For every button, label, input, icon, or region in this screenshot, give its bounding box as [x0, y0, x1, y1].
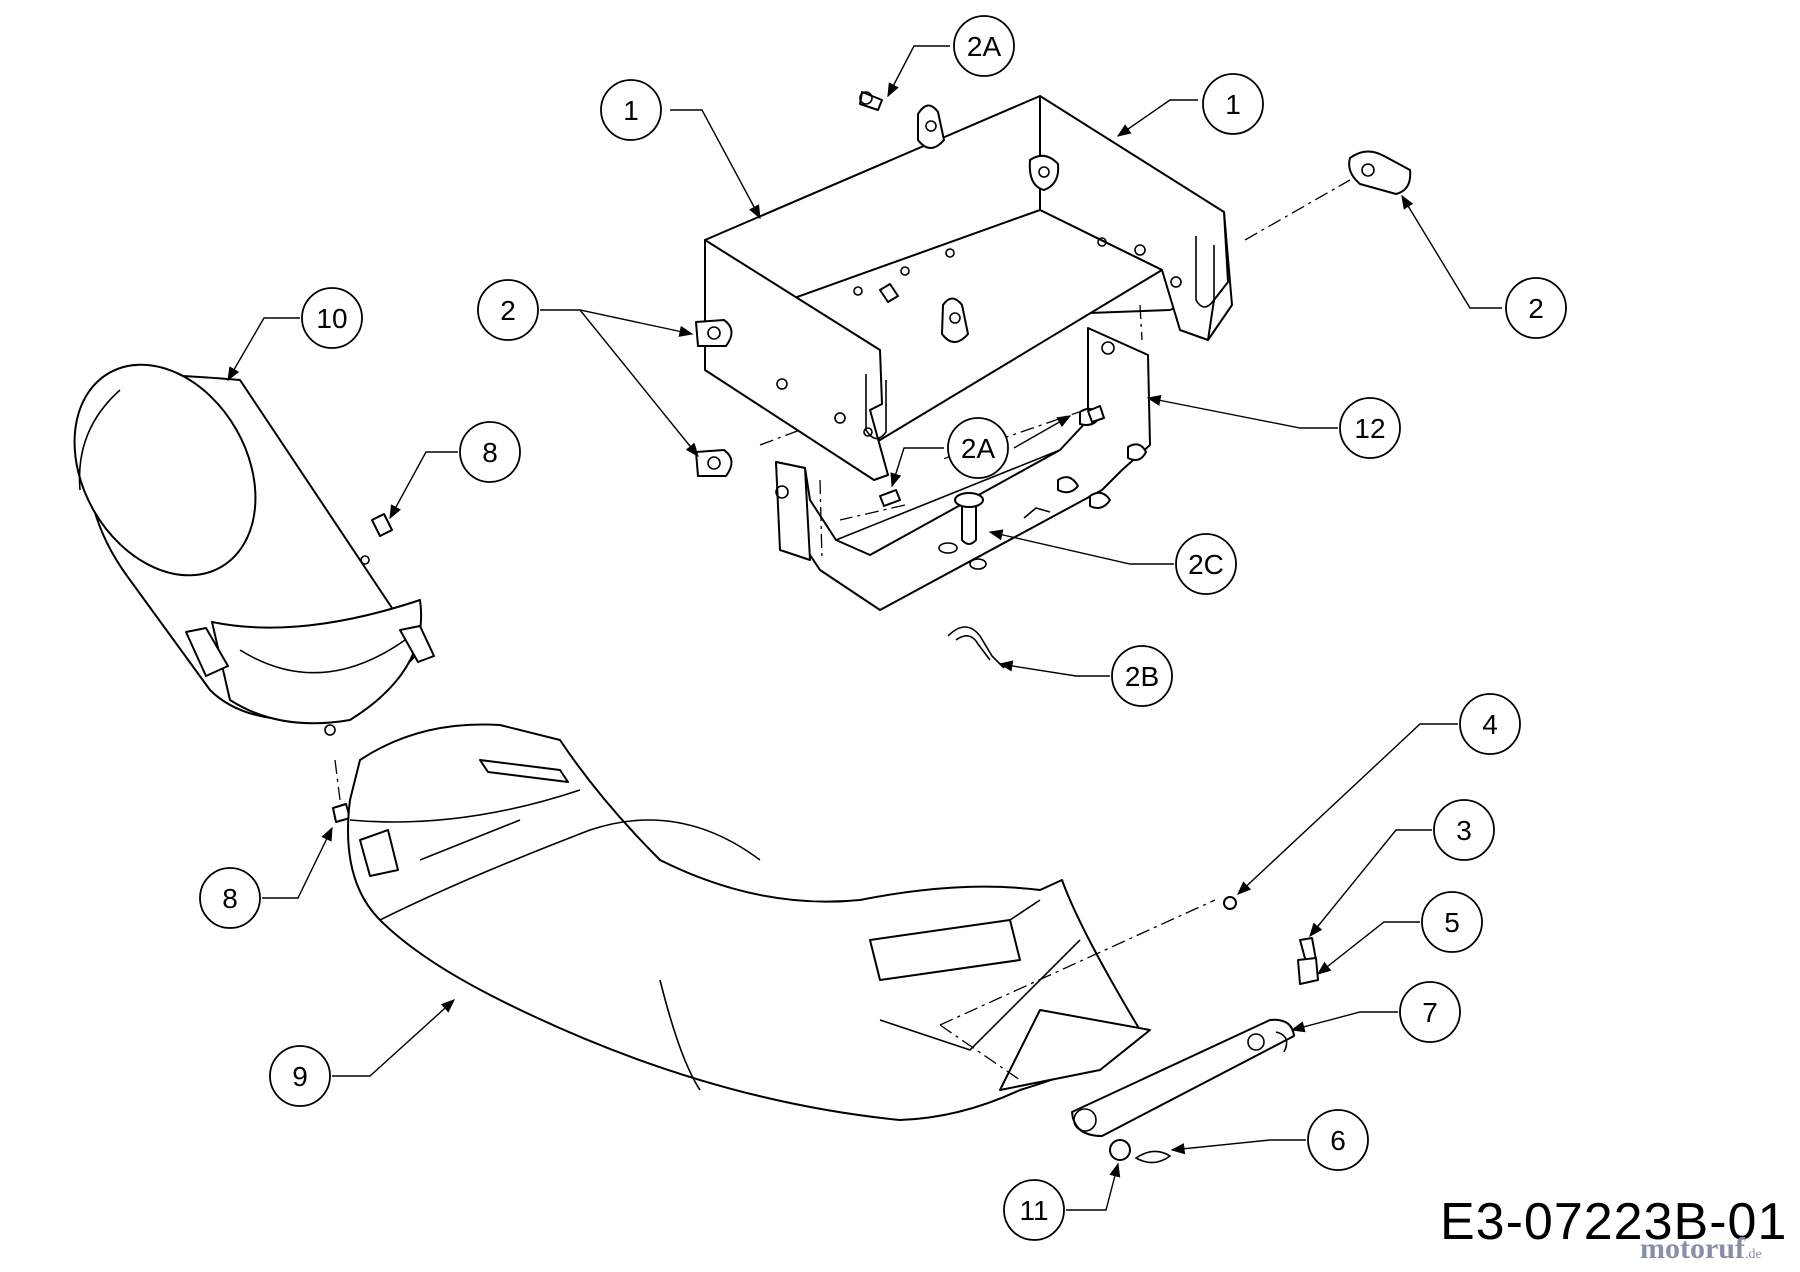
svg-text:5: 5 [1444, 907, 1460, 938]
svg-text:1: 1 [1225, 89, 1241, 120]
svg-text:2A: 2A [961, 433, 996, 464]
svg-text:2: 2 [1528, 293, 1544, 324]
watermark-brand: motoruf [1640, 1232, 1745, 1265]
svg-text:7: 7 [1422, 997, 1438, 1028]
svg-text:2: 2 [500, 295, 516, 326]
callout-5: 5 [1421, 891, 1483, 953]
svg-text:1: 1 [623, 95, 639, 126]
callout-1-right: 1 [1202, 73, 1264, 135]
svg-text:8: 8 [482, 437, 498, 468]
callout-2-right: 2 [1505, 277, 1567, 339]
washer-part-11 [1109, 1139, 1131, 1161]
callout-12: 12 [1339, 397, 1401, 459]
callout-1-left: 1 [600, 79, 662, 141]
svg-text:11: 11 [1019, 1195, 1048, 1226]
svg-text:6: 6 [1330, 1125, 1346, 1156]
callout-8-upper: 8 [459, 421, 521, 483]
svg-text:9: 9 [292, 1061, 308, 1092]
drawing-number: E3-07223B-01 [1440, 1193, 1788, 1251]
svg-text:3: 3 [1456, 815, 1472, 846]
callout-6: 6 [1307, 1109, 1369, 1171]
nut-part-4 [1223, 896, 1237, 910]
watermark-suffix: .de [1744, 1247, 1762, 1262]
callout-10: 10 [301, 287, 363, 349]
link-rod-part-7 [1071, 1018, 1295, 1137]
svg-text:2A: 2A [967, 31, 1002, 62]
svg-text:2B: 2B [1125, 661, 1159, 692]
leader-lines [227, 45, 1502, 1211]
callout-9: 9 [269, 1045, 331, 1107]
nut-part-5 [1297, 957, 1319, 985]
callout-3: 3 [1433, 799, 1495, 861]
lower-bracket [695, 91, 1412, 669]
callout-2C: 2C [1175, 533, 1237, 595]
callout-bubbles: 1 1 2A 2 2 10 8 2A 12 2C 2B 4 3 5 7 6 11… [199, 15, 1567, 1241]
callout-2A-top: 2A [953, 15, 1015, 77]
watermark-logo: motoruf.de [1640, 1232, 1762, 1266]
callout-11: 11 [1003, 1179, 1065, 1241]
upper-bracket [704, 95, 1233, 481]
svg-text:10: 10 [316, 303, 347, 334]
callout-7: 7 [1399, 981, 1461, 1043]
chute-part-9 [347, 723, 1151, 1121]
svg-text:8: 8 [222, 883, 238, 914]
svg-text:12: 12 [1354, 413, 1385, 444]
callout-2A-middle: 2A [947, 417, 1009, 479]
tube-part-10 [73, 363, 435, 736]
callout-8-lower: 8 [199, 867, 261, 929]
callout-2B: 2B [1111, 645, 1173, 707]
screw-8-upper [371, 513, 393, 537]
callout-2-left: 2 [477, 279, 539, 341]
svg-text:4: 4 [1482, 709, 1498, 740]
hairpin-part-6 [1134, 1150, 1172, 1164]
callout-4: 4 [1459, 693, 1521, 755]
svg-text:2C: 2C [1188, 549, 1224, 580]
